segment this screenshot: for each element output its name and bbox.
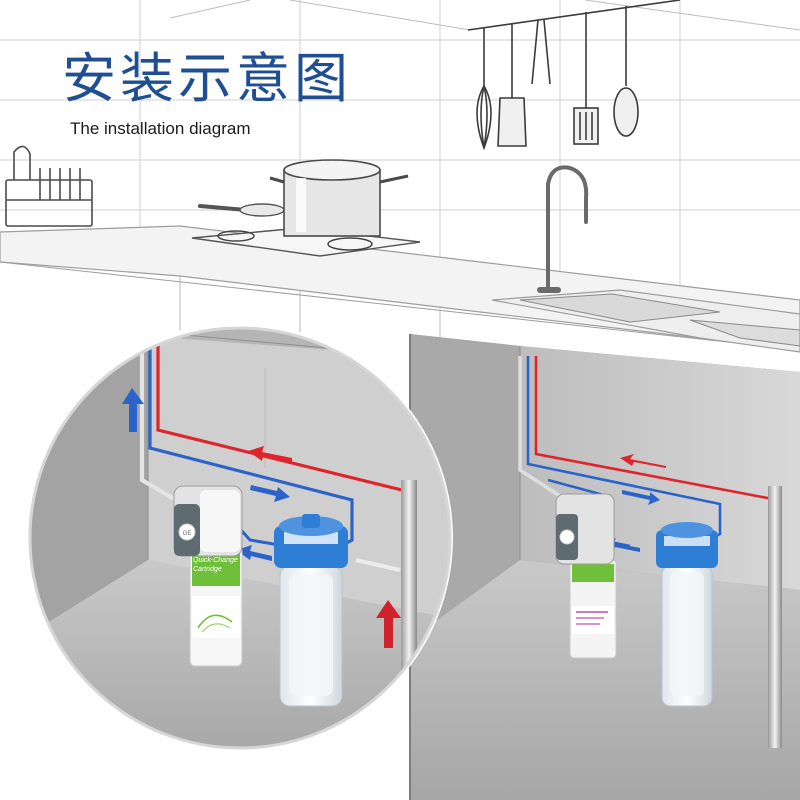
stove-pot-icon bbox=[191, 159, 421, 257]
sink-counter-right bbox=[491, 289, 800, 353]
cartridge-label-line1: Quick-Change bbox=[193, 557, 238, 564]
cartridge-label: Quick-Change Cartridge bbox=[193, 556, 241, 574]
cartridge-left: GE bbox=[173, 485, 243, 667]
page-title: 安装示意图 bbox=[62, 47, 352, 110]
supply-rod-right bbox=[768, 486, 782, 748]
filter-housing-left bbox=[274, 514, 348, 707]
faucet-icon bbox=[537, 165, 589, 293]
cartridge-right bbox=[555, 493, 617, 659]
page-subtitle: The installation diagram bbox=[70, 119, 251, 138]
svg-text:GE: GE bbox=[183, 531, 192, 537]
cartridge-label-line2: Cartridge bbox=[193, 566, 222, 573]
up-arrow-icon bbox=[122, 388, 144, 432]
kitchen-backdrop bbox=[0, 0, 800, 290]
filter-housing-right bbox=[656, 522, 718, 707]
dish-rack-icon bbox=[5, 145, 93, 227]
up-arrow-icon bbox=[376, 600, 401, 648]
hanging-utensils-icon bbox=[467, 0, 681, 151]
